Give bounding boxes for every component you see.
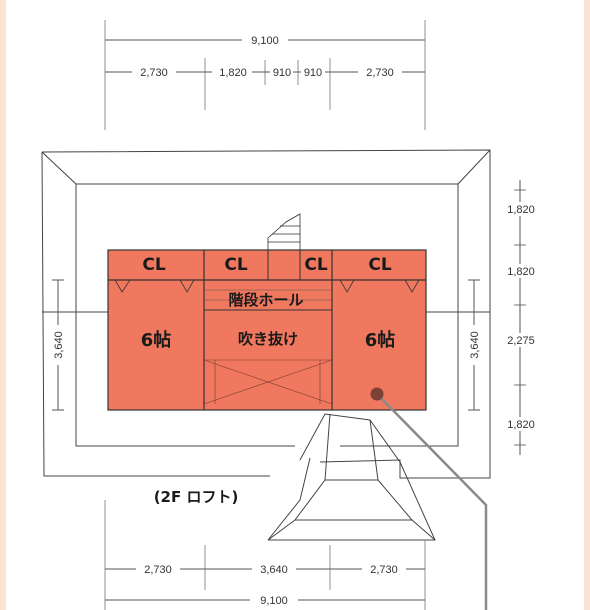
pointer-marker <box>370 387 488 610</box>
dim-top-seg-1: 2,730 <box>140 67 168 79</box>
dim-top-seg-2: 1,820 <box>219 67 247 79</box>
dim-bottom-seg-3: 2,730 <box>370 564 398 576</box>
dim-top-seg-4: 910 <box>304 67 322 79</box>
label-cl-2: CL <box>224 255 247 275</box>
pointer-dot <box>370 387 384 401</box>
dim-bottom-seg-2: 3,640 <box>260 564 288 576</box>
loft-room-block <box>107 249 427 411</box>
loft-rooms <box>107 213 427 411</box>
label-void: 吹き抜け <box>238 330 298 348</box>
dim-bottom-total: 9,100 <box>260 595 288 607</box>
bottom-dimensions: 2,730 3,640 2,730 9,100 <box>104 500 426 610</box>
dim-right-seg-2: 1,820 <box>507 266 535 278</box>
dim-top-seg-3: 910 <box>273 67 291 79</box>
dim-right-seg-3: 2,275 <box>507 335 535 347</box>
porch-roof <box>267 413 436 541</box>
label-room-right: 6帖 <box>365 329 396 351</box>
label-cl-1: CL <box>142 255 165 275</box>
dim-left-height: 3,640 <box>53 331 65 359</box>
left-dimension: 3,640 <box>51 279 65 411</box>
room-labels: CL CL CL CL 階段ホール 6帖 吹き抜け 6帖 <box>141 255 396 351</box>
right-inner-dimension: 3,640 <box>467 279 481 411</box>
dim-bottom-seg-1: 2,730 <box>144 564 172 576</box>
label-cl-4: CL <box>368 255 391 275</box>
label-cl-3: CL <box>304 255 327 275</box>
dim-right-seg-4: 1,820 <box>507 419 535 431</box>
dim-top-seg-5: 2,730 <box>366 67 394 79</box>
staircase <box>267 213 301 250</box>
right-dimensions: 1,820 1,820 2,275 1,820 <box>504 180 538 455</box>
dim-right-inner-height: 3,640 <box>469 331 481 359</box>
top-dimensions: 9,100 2,730 1,820 910 910 2,730 <box>104 20 426 130</box>
void-cross-lines <box>203 359 333 405</box>
plan-caption: (2F ロフト) <box>154 488 239 506</box>
dim-top-total: 9,100 <box>251 35 279 47</box>
label-stair-hall: 階段ホール <box>228 291 303 309</box>
label-room-left: 6帖 <box>141 329 172 351</box>
dim-right-seg-1: 1,820 <box>507 204 535 216</box>
roof-outlines <box>41 149 491 479</box>
